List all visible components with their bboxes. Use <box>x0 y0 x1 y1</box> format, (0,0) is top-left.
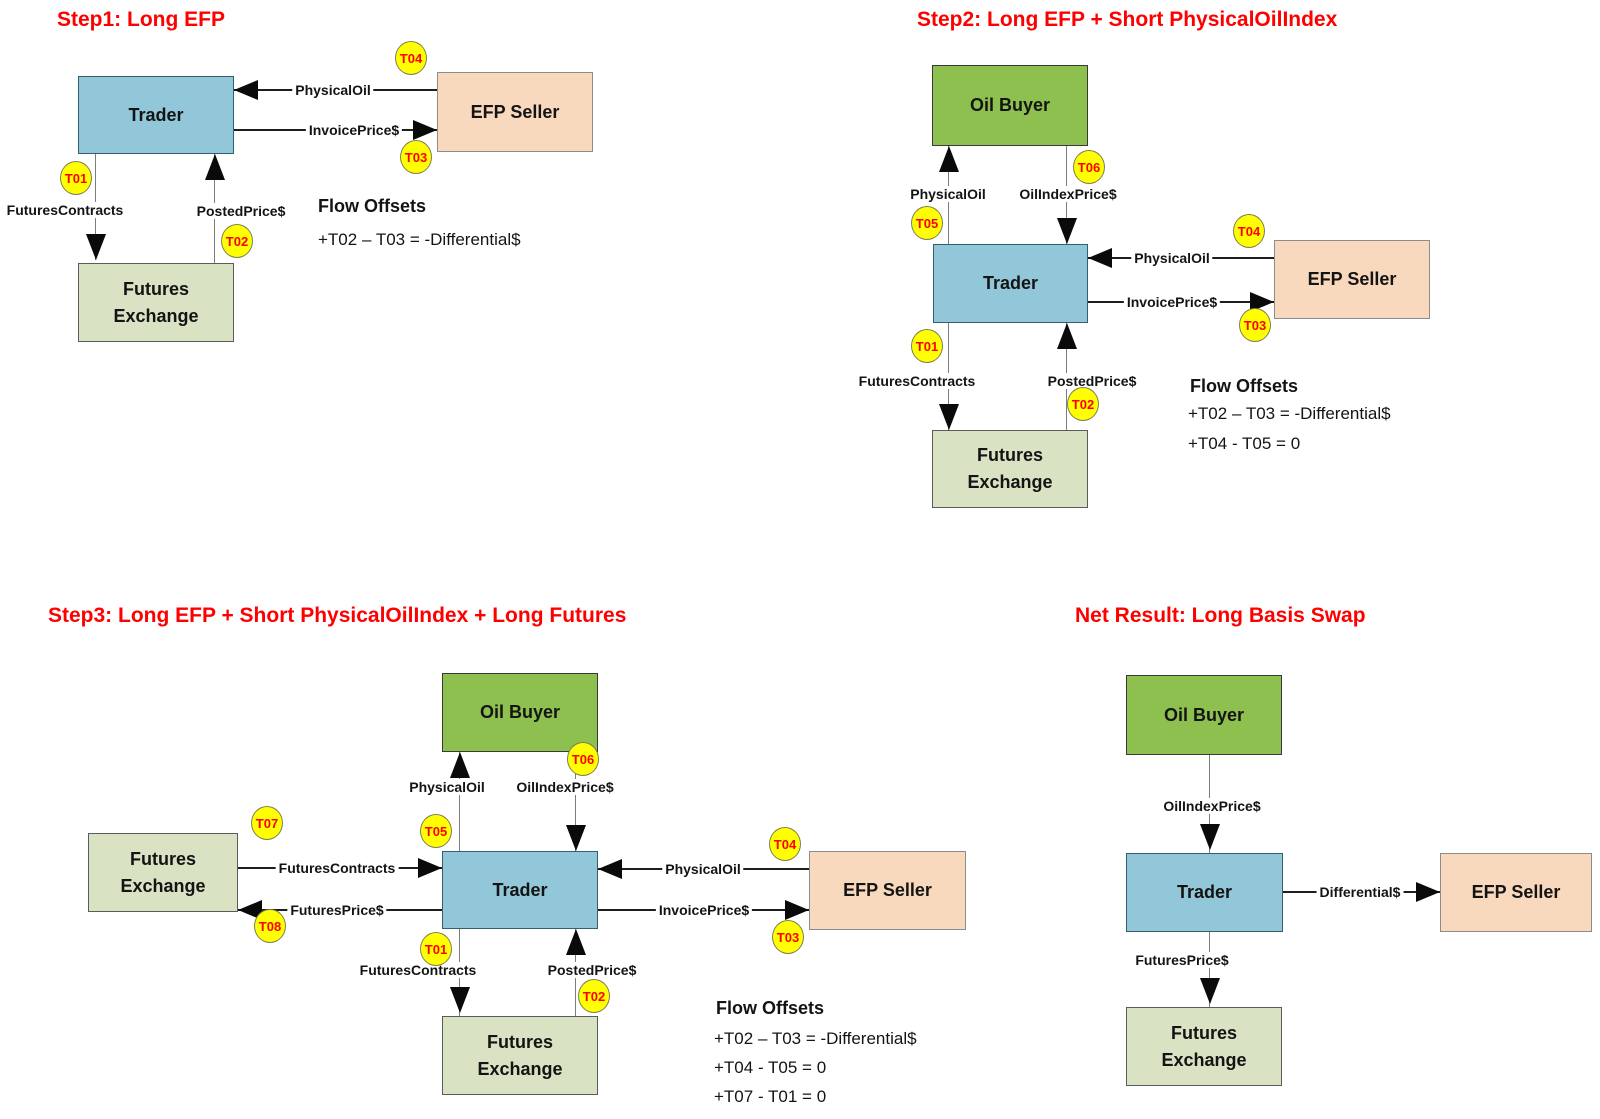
net-result-oilindexprice-arrowhead-icon <box>1200 824 1220 850</box>
step2-futurescontracts-arrowhead-icon <box>939 404 959 430</box>
step3-futurescontracts-left-label: FuturesContracts <box>275 860 399 876</box>
step1-postedprice-arrowhead-icon <box>205 154 225 180</box>
step3-physicaloil-arrowhead-icon <box>598 859 622 879</box>
step3-title: Step3: Long EFP + Short PhysicalOilIndex… <box>48 604 627 627</box>
step3-futurescontracts-down-arrowhead-icon <box>450 987 470 1013</box>
net-result-differential-arrowhead-icon <box>1416 882 1440 902</box>
net-result-efp-seller-box: EFP Seller <box>1440 853 1592 932</box>
step3-efp-seller-box: EFP Seller <box>809 851 966 930</box>
step3-physicaloil-up-line <box>459 752 461 851</box>
step2-t01-badge: T01 <box>911 329 943 363</box>
step3-physicaloil-up-arrowhead-icon <box>450 752 470 778</box>
step3-trader-box: Trader <box>442 851 598 929</box>
step2-t06-badge: T06 <box>1073 150 1105 184</box>
step3-flow-offsets-line2: +T04 - T05 = 0 <box>714 1058 827 1077</box>
step3-t02-badge: T02 <box>578 979 610 1013</box>
step3-physicaloil-label: PhysicalOil <box>662 861 744 877</box>
step1-t02-badge: T02 <box>221 224 253 258</box>
step1-physicaloil-arrowhead-icon <box>234 80 258 100</box>
step2-invoiceprice-label: InvoicePrice$ <box>1123 294 1221 310</box>
step1-futurescontracts-label: FuturesContracts <box>3 202 127 218</box>
net-result-oil-buyer-box: Oil Buyer <box>1126 675 1282 755</box>
step1-trader-box: Trader <box>78 76 234 154</box>
net-result-differential-label: Differential$ <box>1316 884 1404 900</box>
step2-t05-badge: T05 <box>911 206 943 240</box>
step1-invoiceprice-label: InvoicePrice$ <box>305 122 403 138</box>
step3-futuresprice-arrowhead-icon <box>238 900 262 920</box>
step3-futures-exchange-left-box: Futures Exchange <box>88 833 238 912</box>
step2-t04-badge: T04 <box>1233 214 1265 248</box>
net-result-oilindexprice-label: OilIndexPrice$ <box>1160 798 1264 814</box>
net-result-futuresprice-arrowhead-icon <box>1200 978 1220 1004</box>
step3-t04-badge: T04 <box>769 827 801 861</box>
step3-invoiceprice-label: InvoicePrice$ <box>655 902 753 918</box>
step1-invoiceprice-arrowhead-icon <box>413 120 437 140</box>
step2-postedprice-label: PostedPrice$ <box>1044 373 1140 389</box>
step3-t08-badge: T08 <box>254 909 286 943</box>
step2-postedprice-arrowhead-icon <box>1057 323 1077 349</box>
net-result-trader-box: Trader <box>1126 853 1283 932</box>
step1-postedprice-label: PostedPrice$ <box>193 203 289 219</box>
step3-oilindexprice-label: OilIndexPrice$ <box>513 779 617 795</box>
step3-oilindexprice-arrowhead-icon <box>566 825 586 851</box>
step1-t01-badge: T01 <box>60 161 92 195</box>
step2-flow-offsets-line1: +T02 – T03 = -Differential$ <box>1188 404 1391 423</box>
step2-title: Step2: Long EFP + Short PhysicalOilIndex <box>917 8 1338 31</box>
step3-invoiceprice-arrowhead-icon <box>785 900 809 920</box>
step2-physicaloil-up-label: PhysicalOil <box>907 186 989 202</box>
step1-t03-badge: T03 <box>400 140 432 174</box>
step1-efp-seller-box: EFP Seller <box>437 72 593 152</box>
step2-oil-buyer-box: Oil Buyer <box>932 65 1088 146</box>
step2-trader-box: Trader <box>933 244 1088 323</box>
step2-futures-exchange-box: Futures Exchange <box>932 430 1088 508</box>
step2-flow-offsets-heading: Flow Offsets <box>1190 376 1299 396</box>
step3-futurescontracts-left-arrowhead-icon <box>418 858 442 878</box>
step3-flow-offsets-heading: Flow Offsets <box>716 998 825 1018</box>
step3-postedprice-label: PostedPrice$ <box>544 962 640 978</box>
step1-t04-badge: T04 <box>395 41 427 75</box>
step3-futurescontracts-down-label: FuturesContracts <box>356 962 480 978</box>
step3-oilindexprice-line <box>575 752 577 851</box>
step3-t01-badge: T01 <box>420 932 452 966</box>
step3-flow-offsets-line1: +T02 – T03 = -Differential$ <box>714 1029 917 1048</box>
step3-futuresprice-label: FuturesPrice$ <box>287 902 387 918</box>
net-result-title: Net Result: Long Basis Swap <box>1075 604 1366 627</box>
step3-oil-buyer-box: Oil Buyer <box>442 673 598 752</box>
step2-physicaloil-up-arrowhead-icon <box>939 146 959 172</box>
step2-flow-offsets-line2: +T04 - T05 = 0 <box>1188 434 1301 453</box>
step1-physicaloil-label: PhysicalOil <box>292 82 374 98</box>
step3-t07-badge: T07 <box>251 806 283 840</box>
net-result-futuresprice-label: FuturesPrice$ <box>1132 952 1232 968</box>
net-result-futuresprice-line <box>1209 932 1211 1007</box>
step1-flow-offsets-line1: +T02 – T03 = -Differential$ <box>318 230 521 249</box>
step2-physicaloil-arrowhead-icon <box>1088 248 1112 268</box>
step2-t03-badge: T03 <box>1239 308 1271 342</box>
step3-flow-offsets-line3: +T07 - T01 = 0 <box>714 1087 827 1106</box>
step1-title: Step1: Long EFP <box>57 8 225 31</box>
step1-flow-offsets-heading: Flow Offsets <box>318 196 427 216</box>
step2-t02-badge: T02 <box>1067 387 1099 421</box>
step3-physicaloil-up-label: PhysicalOil <box>406 779 488 795</box>
step1-futurescontracts-arrowhead-icon <box>86 234 106 260</box>
step2-physicaloil-label: PhysicalOil <box>1131 250 1213 266</box>
step1-futures-exchange-box: Futures Exchange <box>78 263 234 342</box>
step3-t03-badge: T03 <box>772 920 804 954</box>
step3-t05-badge: T05 <box>420 814 452 848</box>
step2-invoiceprice-arrowhead-icon <box>1250 292 1274 312</box>
step2-efp-seller-box: EFP Seller <box>1274 240 1430 319</box>
step2-oilindexprice-label: OilIndexPrice$ <box>1016 186 1120 202</box>
step3-postedprice-arrowhead-icon <box>566 929 586 955</box>
step2-futurescontracts-label: FuturesContracts <box>855 373 979 389</box>
net-result-futures-exchange-box: Futures Exchange <box>1126 1007 1282 1086</box>
step3-t06-badge: T06 <box>567 742 599 776</box>
step3-futures-exchange-bottom-box: Futures Exchange <box>442 1016 598 1095</box>
step2-oilindexprice-arrowhead-icon <box>1057 218 1077 244</box>
